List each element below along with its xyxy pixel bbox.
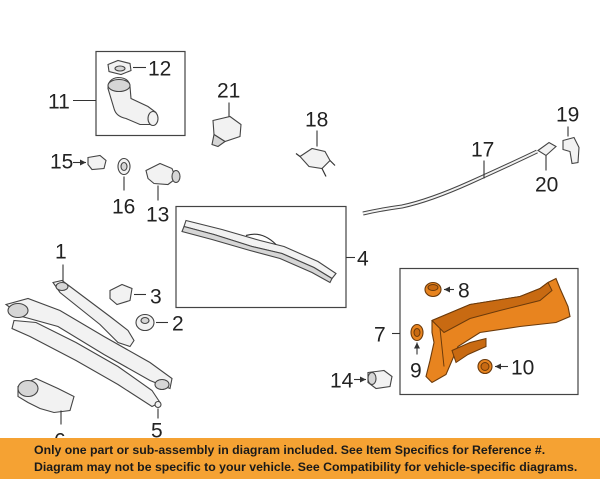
callout-10: 10 xyxy=(511,357,534,380)
reservoir-edge xyxy=(439,328,445,367)
filler-neck-opening xyxy=(107,78,131,93)
callout-7: 7 xyxy=(374,324,386,347)
filler-neck-outlet xyxy=(147,110,159,127)
reservoir-box xyxy=(399,267,579,396)
arrow-15 xyxy=(80,159,86,166)
part-18-ports xyxy=(295,153,336,177)
callout-3: 3 xyxy=(150,286,162,309)
wiper-linkage-upper xyxy=(4,297,173,390)
callout-8: 8 xyxy=(458,280,470,303)
callout-4: 4 xyxy=(357,248,369,271)
wiper-blade-box xyxy=(175,205,347,309)
part-10-hole xyxy=(480,362,490,371)
callout-16: 16 xyxy=(112,196,135,219)
wiper-blade-rubber xyxy=(181,225,333,284)
reservoir-rib xyxy=(451,337,487,364)
callout-14: 14 xyxy=(330,370,354,393)
part-13-port xyxy=(171,169,181,184)
wiper-motor-housing xyxy=(17,379,39,398)
filler-neck-group xyxy=(95,50,186,137)
arrow-10 xyxy=(495,363,501,370)
part-15 xyxy=(87,154,107,171)
washer-hose-fill xyxy=(362,150,538,215)
reservoir-top xyxy=(431,281,553,334)
arrow-14 xyxy=(360,376,366,383)
callout-9: 9 xyxy=(410,360,422,383)
part-19 xyxy=(562,136,580,165)
washer-hose xyxy=(362,149,538,216)
wiper-arm-pivot xyxy=(55,281,69,292)
callout-20: 20 xyxy=(535,174,558,197)
callout-18: 18 xyxy=(305,109,328,132)
wiper-blade-clip xyxy=(245,233,277,245)
filler-neck-box xyxy=(95,50,186,137)
part-14-port xyxy=(367,371,377,386)
part-2-center xyxy=(140,316,150,325)
arrow-9 xyxy=(414,342,420,349)
part-13 xyxy=(145,162,177,186)
part-3 xyxy=(109,283,133,306)
disclaimer-line-2: Diagram may not be specific to your vehi… xyxy=(34,460,578,474)
part-16-hole xyxy=(120,161,128,172)
callout-2: 2 xyxy=(172,313,184,336)
callout-15: 15 xyxy=(50,151,73,174)
part-20 xyxy=(537,141,557,157)
linkage-bolt xyxy=(154,400,162,409)
callout-13: 13 xyxy=(146,204,169,227)
disclaimer-banner: Only one part or sub-assembly in diagram… xyxy=(0,438,600,479)
callout-11: 11 xyxy=(48,91,70,114)
part-8-cap-top xyxy=(427,284,439,291)
part-21-tab xyxy=(211,133,226,148)
part-18 xyxy=(299,147,331,170)
linkage-left-pivot xyxy=(7,302,29,319)
callout-1: 1 xyxy=(55,241,67,264)
washer-reservoir xyxy=(425,277,571,384)
linkage-right-pivot xyxy=(154,378,170,391)
filler-cap-hole xyxy=(114,65,126,72)
callout-17: 17 xyxy=(471,139,494,162)
callout-12: 12 xyxy=(148,58,171,81)
part-9-hole xyxy=(413,328,421,337)
disclaimer-line-1: Only one part or sub-assembly in diagram… xyxy=(34,443,546,457)
callout-5: 5 xyxy=(151,420,163,443)
callout-19: 19 xyxy=(556,104,579,127)
arrow-8 xyxy=(444,286,450,293)
callout-21: 21 xyxy=(217,80,240,103)
